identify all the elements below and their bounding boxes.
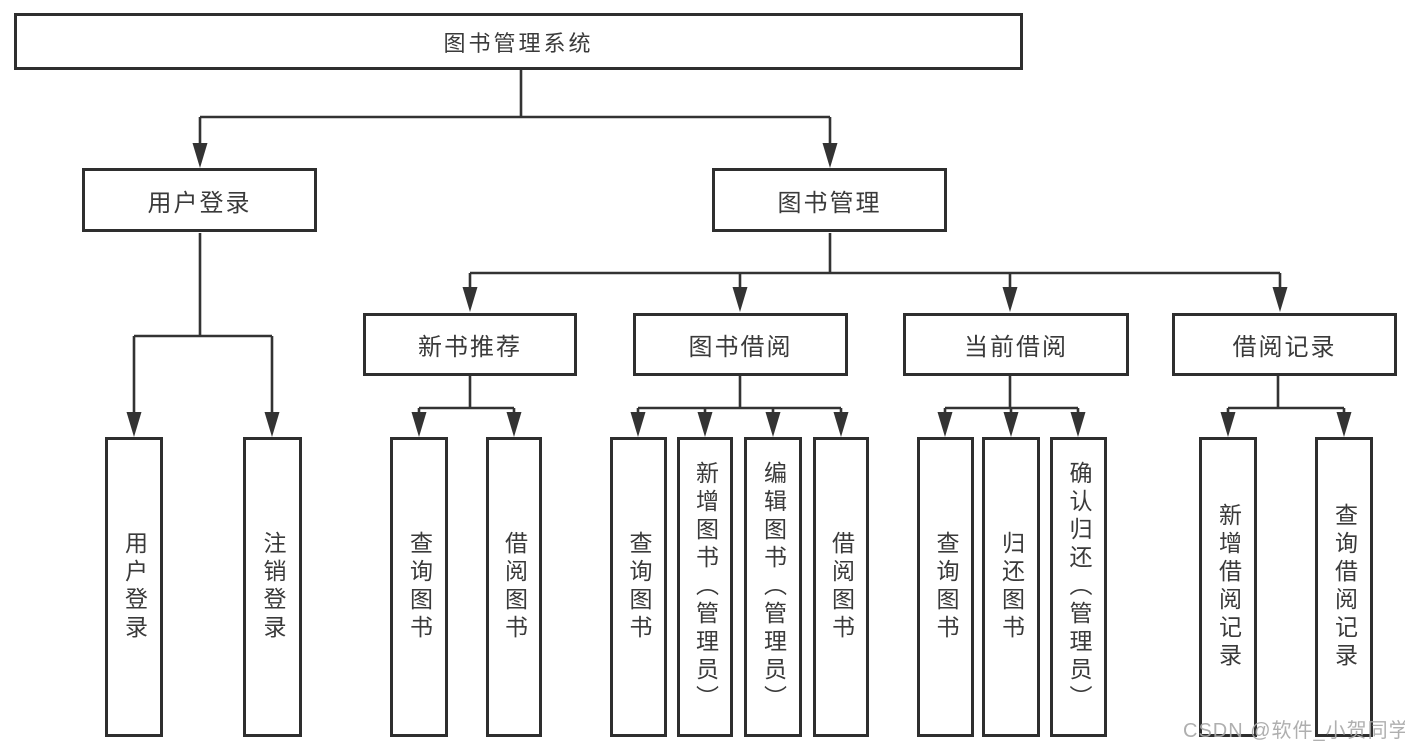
node-borrowing-records: 借阅记录 (1172, 313, 1397, 376)
node-user-login: 用户登录 (82, 168, 317, 232)
leaf-user-login: 用户登录 (105, 437, 163, 737)
leaf-confirm-return-admin: 确认归还（管理员） (1050, 437, 1107, 737)
leaf-borrow-books-borrow: 借阅图书 (813, 437, 869, 737)
leaf-logout: 注销登录 (243, 437, 302, 737)
node-book-management: 图书管理 (712, 168, 947, 232)
node-current-borrowing: 当前借阅 (903, 313, 1129, 376)
leaf-add-book-admin: 新增图书（管理员） (677, 437, 733, 737)
leaf-return-book: 归还图书 (982, 437, 1040, 737)
csdn-watermark: CSDN @软件_小贺同学 (1183, 720, 1405, 742)
leaf-edit-book-admin: 编辑图书（管理员） (744, 437, 802, 737)
leaf-borrow-books-recommend: 借阅图书 (486, 437, 542, 737)
leaf-add-borrow-record: 新增借阅记录 (1199, 437, 1257, 737)
node-book-borrowing: 图书借阅 (633, 313, 848, 376)
leaf-query-books-recommend: 查询图书 (390, 437, 448, 737)
node-new-book-recommendation: 新书推荐 (363, 313, 577, 376)
leaf-query-books-current: 查询图书 (917, 437, 974, 737)
node-library-management-system: 图书管理系统 (14, 13, 1023, 70)
leaf-query-books-borrow: 查询图书 (610, 437, 667, 737)
leaf-query-borrow-record: 查询借阅记录 (1315, 437, 1373, 737)
